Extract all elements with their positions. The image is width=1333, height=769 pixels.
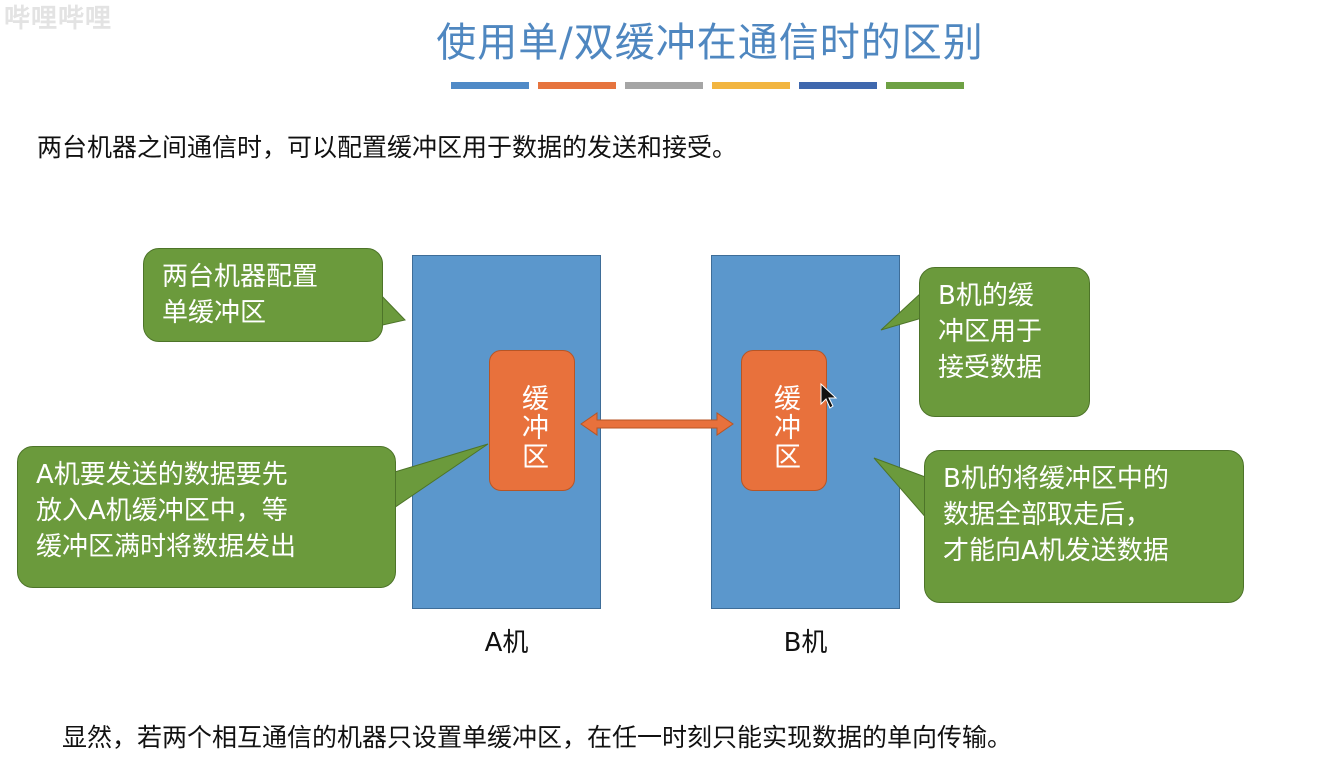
machine-b-label: B机 <box>783 628 828 658</box>
title-underline <box>451 82 964 89</box>
intro-text: 两台机器之间通信时，可以配置缓冲区用于数据的发送和接受。 <box>37 133 738 162</box>
stripe-orange <box>538 82 616 89</box>
callout-b-send: B机的将缓冲区中的 数据全部取走后， 才能向A机发送数据 <box>924 450 1244 603</box>
machine-a-label: A机 <box>484 628 529 658</box>
callout-config: 两台机器配置 单缓冲区 <box>143 248 383 342</box>
stripe-blue <box>451 82 529 89</box>
machine-b-buffer: 缓冲区 <box>741 350 827 491</box>
video-watermark: 哔哩哔哩 <box>4 4 113 34</box>
stripe-green <box>886 82 964 89</box>
conclusion-text: 显然，若两个相互通信的机器只设置单缓冲区，在任一时刻只能实现数据的单向传输。 <box>62 723 1013 752</box>
machine-a-buffer: 缓冲区 <box>489 350 575 491</box>
callout-a-send: A机要发送的数据要先 放入A机缓冲区中，等 缓冲区满时将数据发出 <box>17 446 396 588</box>
stripe-gray <box>625 82 703 89</box>
stripe-yellow <box>712 82 790 89</box>
stripe-darkblue <box>799 82 877 89</box>
callout-b-buffer: B机的缓 冲区用于 接受数据 <box>919 267 1090 417</box>
slide-title: 使用单/双缓冲在通信时的区别 <box>436 20 984 66</box>
